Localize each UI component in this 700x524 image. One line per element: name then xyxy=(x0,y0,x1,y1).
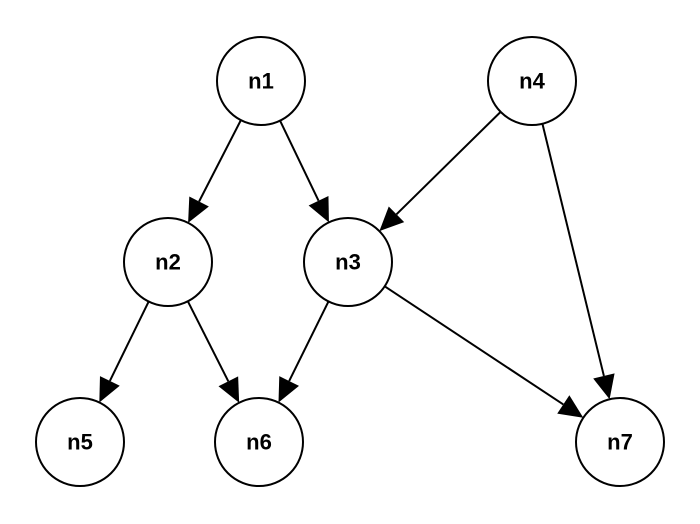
node-circle xyxy=(214,397,304,487)
edges-layer xyxy=(99,111,615,418)
node-label: n2 xyxy=(155,250,181,275)
node-n5: n5 xyxy=(35,397,125,487)
node-label: n1 xyxy=(248,69,274,94)
edge-line xyxy=(108,301,150,382)
node-label: n6 xyxy=(246,430,272,455)
edge-line xyxy=(279,120,320,202)
edge-line xyxy=(541,123,605,377)
edge-line xyxy=(288,300,330,382)
edge-n4-n3 xyxy=(379,111,502,232)
arrowhead xyxy=(557,395,584,418)
node-n4: n4 xyxy=(487,36,577,126)
node-n6: n6 xyxy=(214,397,304,487)
edge-line xyxy=(198,119,242,202)
edge-n3-n6 xyxy=(278,300,330,403)
node-circle xyxy=(575,397,665,487)
edge-n2-n5 xyxy=(99,301,150,403)
edge-line xyxy=(384,285,564,406)
edge-n4-n7 xyxy=(541,123,615,400)
node-circle xyxy=(487,36,577,126)
arrowhead xyxy=(278,376,299,403)
node-circle xyxy=(123,217,213,307)
arrowhead xyxy=(308,195,329,223)
node-label: n7 xyxy=(607,430,633,455)
edge-line xyxy=(395,111,502,216)
edge-n1-n2 xyxy=(188,119,242,223)
node-circle xyxy=(303,217,393,307)
arrowhead xyxy=(218,376,240,403)
arrowhead xyxy=(593,373,615,400)
nodes-layer: n1 n2 n3 n4 n5 n6 n7 xyxy=(35,36,665,487)
node-n1: n1 xyxy=(216,36,306,126)
node-n2: n2 xyxy=(123,217,213,307)
node-label: n5 xyxy=(67,430,93,455)
arrowhead xyxy=(188,196,209,223)
arrowhead xyxy=(99,376,120,403)
edge-n2-n6 xyxy=(186,300,240,403)
node-circle xyxy=(35,397,125,487)
edge-n3-n7 xyxy=(384,285,584,418)
node-label: n4 xyxy=(519,69,545,94)
node-label: n3 xyxy=(335,250,361,275)
node-n7: n7 xyxy=(575,397,665,487)
arrowhead xyxy=(379,206,405,232)
edge-n1-n3 xyxy=(279,120,329,223)
node-n3: n3 xyxy=(303,217,393,307)
edge-line xyxy=(186,300,230,382)
node-circle xyxy=(216,36,306,126)
